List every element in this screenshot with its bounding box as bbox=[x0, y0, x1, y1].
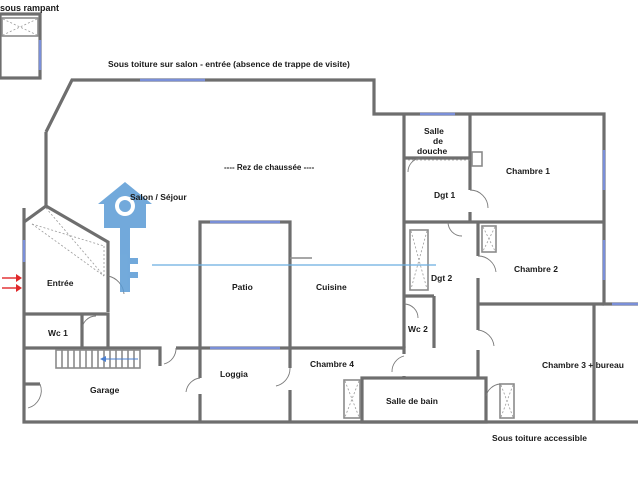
crawlspace-block bbox=[0, 12, 42, 80]
entree-wedge bbox=[23, 204, 125, 312]
label-chambre4: Chambre 4 bbox=[310, 359, 354, 369]
label-chambre2: Chambre 2 bbox=[514, 264, 558, 274]
loggia-room bbox=[275, 348, 292, 422]
label-roof-access: Sous toiture accessible bbox=[492, 433, 587, 443]
label-chambre3: Chambre 3 + bureau bbox=[542, 360, 624, 370]
label-crawlspace: sous rampant bbox=[0, 3, 59, 13]
outer-walls bbox=[22, 78, 638, 424]
label-garage: Garage bbox=[90, 385, 120, 395]
label-dgt2: Dgt 2 bbox=[431, 273, 453, 283]
label-ground-floor: ---- Rez de chaussée ---- bbox=[224, 163, 315, 172]
label-loggia: Loggia bbox=[220, 369, 248, 379]
label-dgt1: Dgt 1 bbox=[434, 190, 456, 200]
house-key-icon bbox=[98, 182, 152, 292]
label-salle-douche-1: Salle bbox=[424, 126, 444, 136]
label-wc2: Wc 2 bbox=[408, 324, 428, 334]
label-salle-douche-2: de bbox=[433, 136, 443, 146]
stairs bbox=[55, 349, 141, 369]
label-wc1: Wc 1 bbox=[48, 328, 68, 338]
garage-room bbox=[24, 346, 202, 422]
label-salon: Salon / Séjour bbox=[130, 192, 187, 202]
label-entree: Entrée bbox=[47, 278, 74, 288]
label-salle-bain: Salle de bain bbox=[386, 396, 438, 406]
entry-arrow-icon bbox=[2, 274, 22, 292]
wc1-room bbox=[24, 312, 110, 348]
label-cuisine: Cuisine bbox=[316, 282, 347, 292]
right-rooms bbox=[402, 112, 604, 422]
label-salle-douche-3: douche bbox=[417, 146, 447, 156]
patio-room bbox=[198, 220, 312, 350]
label-patio: Patio bbox=[232, 282, 253, 292]
label-roof-salon: Sous toiture sur salon - entrée (absence… bbox=[108, 59, 350, 69]
label-chambre1: Chambre 1 bbox=[506, 166, 550, 176]
